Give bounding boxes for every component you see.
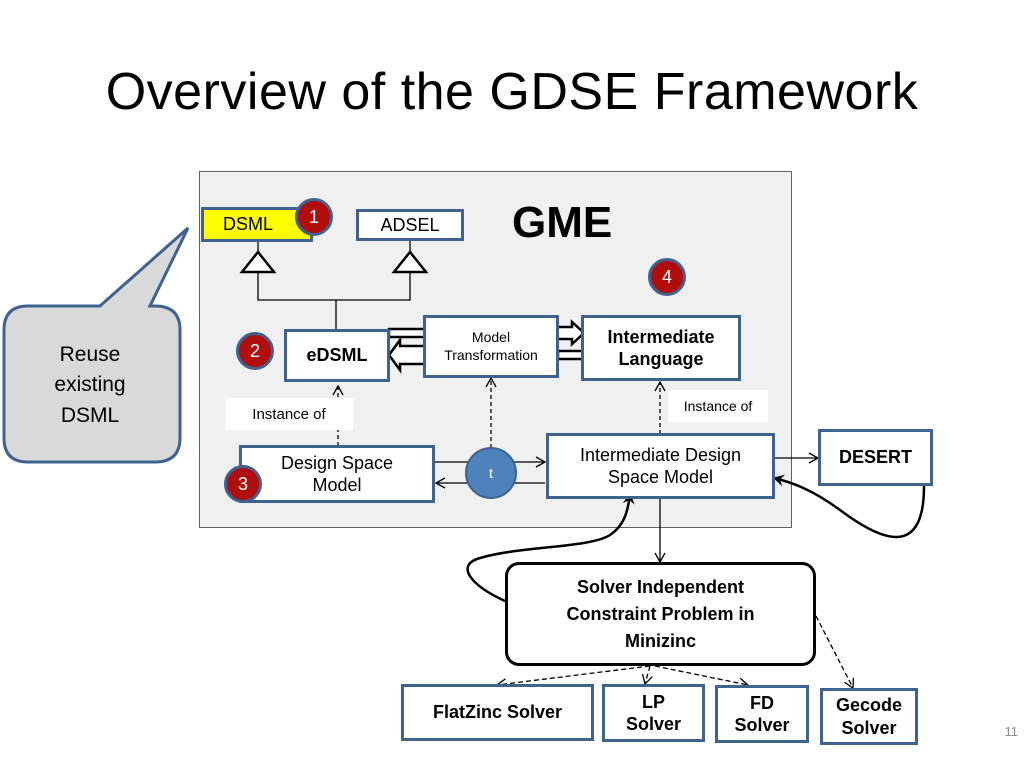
model-transformation-node[interactable]: Model Transformation <box>423 315 559 378</box>
instance-of-note-left: Instance of <box>225 398 353 430</box>
inheritance-tree <box>239 240 429 330</box>
design-space-model-node[interactable]: Design Space Model <box>239 445 435 503</box>
intermediate-language-node[interactable]: Intermediate Language <box>581 315 741 381</box>
callout-shape <box>2 226 190 464</box>
callout-line: Reuse <box>59 343 121 366</box>
desert-label: DESERT <box>838 447 912 468</box>
step-badge-4: 4 <box>648 258 686 296</box>
instance-of-note-right: Instance of <box>668 390 768 422</box>
inheritance-triangle-icon <box>391 249 429 274</box>
idsm-line: Intermediate Design <box>579 444 742 465</box>
model-transformation-line: Model <box>471 329 511 345</box>
idsm-line: Space Model <box>607 467 714 487</box>
gecode-solver-node[interactable]: Gecode Solver <box>820 688 918 745</box>
desert-node[interactable]: DESERT <box>818 429 933 486</box>
fd-solver-node[interactable]: FD Solver <box>715 685 809 743</box>
gecode-solver-line: Solver <box>841 717 897 738</box>
minizinc-node[interactable]: Solver Independent Constraint Problem in… <box>505 562 816 666</box>
intermediate-language-line: Intermediate <box>607 326 715 347</box>
edsml-label: eDSML <box>306 345 368 366</box>
step-badge-3: 3 <box>224 465 262 503</box>
arrow-left-icon <box>387 336 425 374</box>
dsml-label: DSML <box>222 214 273 235</box>
minizinc-line: Constraint Problem in <box>566 603 755 624</box>
model-transformation-line: Transformation <box>444 346 538 363</box>
minizinc-line: Minizinc <box>625 630 696 651</box>
edsml-node[interactable]: eDSML <box>284 329 390 382</box>
adsel-node[interactable]: ADSEL <box>356 209 464 241</box>
transformer-node[interactable]: t <box>465 447 517 499</box>
flatzinc-solver-node[interactable]: FlatZinc Solver <box>401 684 594 741</box>
dsml-node[interactable]: DSML <box>201 207 313 242</box>
inheritance-triangle-icon <box>239 249 277 274</box>
gecode-solver-line: Gecode <box>835 695 903 715</box>
intermediate-language-line: Language <box>618 349 704 369</box>
page-number: 11 <box>1004 724 1019 739</box>
lp-solver-line: Solver <box>625 714 682 734</box>
callout-line: existing <box>54 373 126 397</box>
fd-solver-line: Solver <box>734 715 790 735</box>
design-space-model-line: Model <box>312 475 362 495</box>
fd-solver-line: FD <box>750 692 774 713</box>
step-badge-1: 1 <box>295 198 333 236</box>
flatzinc-label: FlatZinc Solver <box>432 702 563 723</box>
step-badge-2: 2 <box>236 332 274 370</box>
slide-title: Overview of the GDSE Framework <box>105 63 919 121</box>
lp-solver-node[interactable]: LP Solver <box>602 684 705 742</box>
intermediate-design-space-model-node[interactable]: Intermediate Design Space Model <box>546 433 775 499</box>
minizinc-line: Solver Independent <box>576 576 745 597</box>
adsel-label: ADSEL <box>380 214 440 235</box>
design-space-model-line: Design Space <box>280 452 394 473</box>
callout-line: DSML <box>60 403 120 427</box>
callout-text: Reuse existing DSML <box>20 340 160 431</box>
gme-label: GME <box>512 198 613 247</box>
lp-solver-line: LP <box>641 691 665 712</box>
